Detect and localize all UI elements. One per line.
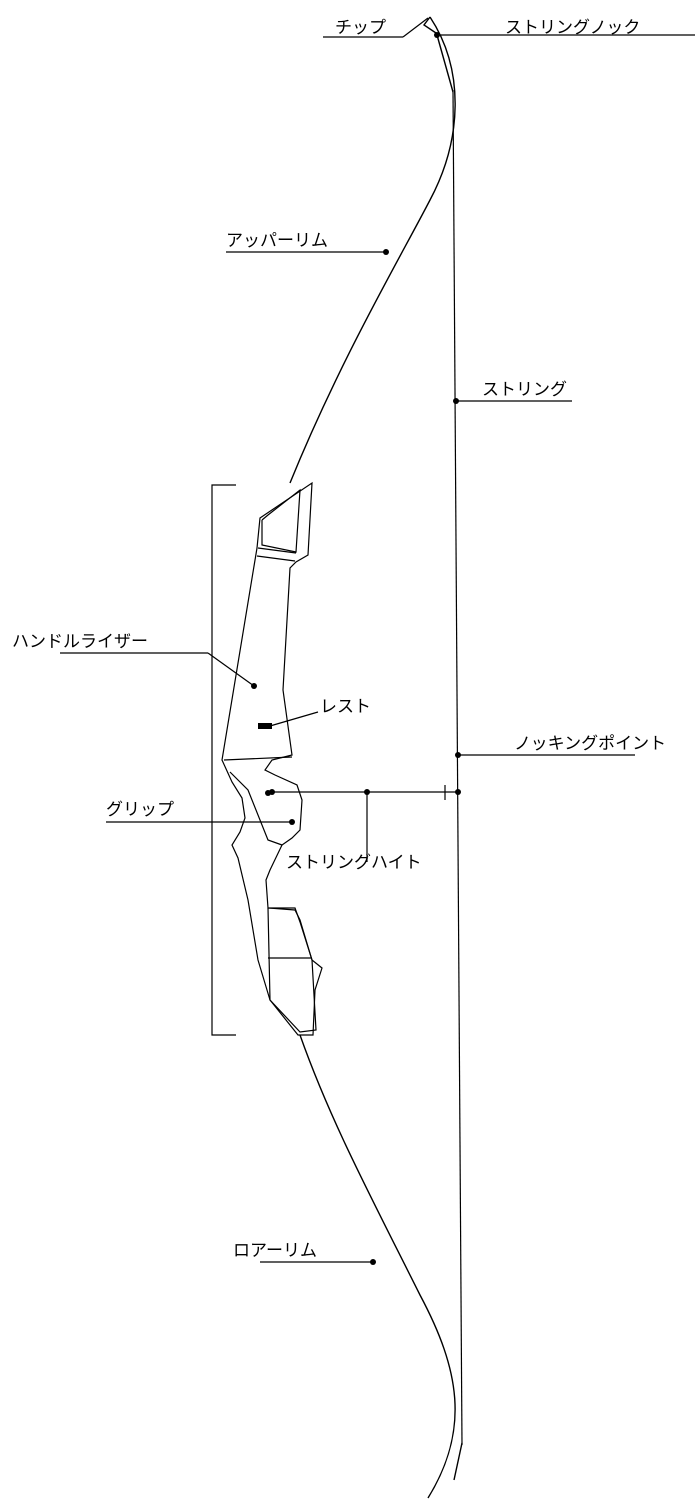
riser-band-1 xyxy=(257,547,297,554)
label-nocking-point: ノッキングポイント xyxy=(514,734,666,754)
arrow-rest-shape xyxy=(258,723,272,729)
handle-riser-shape xyxy=(221,481,323,1036)
label-string-height: ストリングハイト xyxy=(286,853,422,873)
string-height-dot-right xyxy=(455,789,461,795)
tip-leader xyxy=(402,17,429,38)
string-height-dot-left xyxy=(269,789,275,795)
label-tip: チップ xyxy=(335,18,386,38)
label-string: ストリング xyxy=(482,380,567,400)
lower-limb-curve xyxy=(299,1034,456,1499)
riser-band-2 xyxy=(256,555,296,562)
riser-shelf-line xyxy=(223,756,293,761)
label-lower-limb: ロアーリム xyxy=(233,1241,317,1261)
label-handle-riser: ハンドルライザー xyxy=(12,632,148,652)
handle-riser-leader-2 xyxy=(207,652,255,687)
riser-window-bottom xyxy=(267,907,317,1033)
upper-limb-curve xyxy=(289,16,456,484)
riser-bracket xyxy=(211,484,236,1036)
label-grip: グリップ xyxy=(106,800,174,820)
label-upper-limb: アッパーリム xyxy=(226,231,328,251)
string-top-segment xyxy=(436,34,454,93)
label-string-nock: ストリングノック xyxy=(505,18,640,38)
bowstring xyxy=(452,89,463,1446)
rest-leader xyxy=(269,711,319,727)
grip-outline xyxy=(229,771,283,846)
upper-tip xyxy=(422,16,437,34)
string-bottom-segment xyxy=(453,1442,463,1481)
label-rest: レスト xyxy=(320,697,371,717)
riser-window-top xyxy=(261,488,301,553)
